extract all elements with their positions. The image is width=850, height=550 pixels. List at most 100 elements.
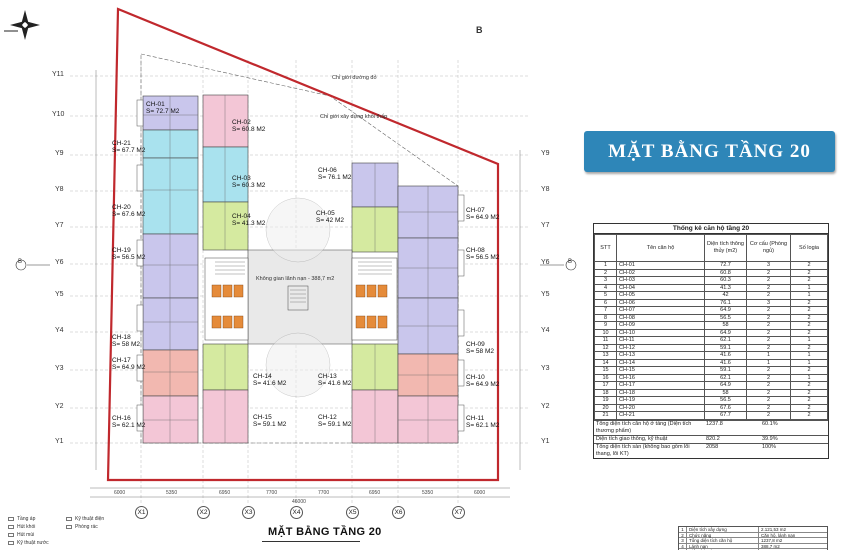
table-cell: CH-02 bbox=[616, 268, 705, 277]
table-cell: CH-12 bbox=[616, 343, 705, 352]
summary-value: 820.2 bbox=[706, 435, 720, 442]
summary-label: Tổng diện tích căn hộ ở tầng (Diện tích … bbox=[596, 420, 692, 434]
table-cell: CH-20 bbox=[616, 403, 705, 412]
table-cell: 58 bbox=[704, 388, 747, 397]
table-cell: CH-17 bbox=[616, 381, 705, 390]
dim-5: 6950 bbox=[369, 490, 381, 496]
table-cell: 16 bbox=[594, 373, 617, 382]
table-cell: 59.1 bbox=[704, 343, 747, 352]
table-cell: CH-19 bbox=[616, 396, 705, 405]
table-cell: 2 bbox=[746, 328, 791, 337]
table-cell: 3 bbox=[746, 298, 791, 307]
table-cell: 2 bbox=[746, 321, 791, 330]
table-cell: 76.1 bbox=[704, 298, 747, 307]
axis-x1: X1 bbox=[135, 506, 148, 519]
table-cell: 8 bbox=[594, 313, 617, 322]
table-cell: 2 bbox=[790, 298, 828, 307]
table-cell: 72.7 bbox=[704, 261, 747, 270]
summary-pct: 60.1% bbox=[762, 420, 778, 427]
table-cell: 1 bbox=[790, 358, 828, 367]
table-cell: 67.6 bbox=[704, 403, 747, 412]
table-cell: 2 bbox=[790, 261, 828, 270]
table-cell: 41.3 bbox=[704, 283, 747, 292]
axis-y6: Y6 bbox=[55, 259, 64, 266]
table-cell: 2 bbox=[746, 411, 791, 420]
axis-y7-right: Y7 bbox=[541, 222, 550, 229]
table-cell: 60.3 bbox=[704, 276, 747, 285]
table-cell: 1 bbox=[790, 283, 828, 292]
table-cell: 18 bbox=[594, 388, 617, 397]
table-cell: 2 bbox=[746, 366, 791, 375]
dim-0: 6000 bbox=[114, 490, 126, 496]
table-cell: 3 bbox=[594, 276, 617, 285]
meta-cell: 388,7 m2 bbox=[761, 543, 780, 549]
table-cell: CH-10 bbox=[616, 328, 705, 337]
floor-plan: B Y11 Y10 Y9 Y8 Y7 Y6 Y5 Y4 Y3 Y2 Y1 Y9 … bbox=[4, 7, 577, 546]
dim-7: 6000 bbox=[474, 490, 486, 496]
dim-3: 7700 bbox=[266, 490, 278, 496]
axis-y8: Y8 bbox=[55, 186, 64, 193]
meta-cell: Chức năng bbox=[687, 532, 759, 537]
stats-header-row: STT Tên căn hộ Diện tích thông thủy (m2)… bbox=[594, 234, 828, 262]
table-cell: CH-13 bbox=[616, 351, 705, 360]
table-cell: 2 bbox=[594, 268, 617, 277]
axis-x6: X6 bbox=[392, 506, 405, 519]
table-cell: 17 bbox=[594, 381, 617, 390]
plan-title-underline bbox=[262, 541, 360, 542]
table-cell: 2 bbox=[790, 388, 828, 397]
table-cell: 60.8 bbox=[704, 268, 747, 277]
stats-caption: Thống kê căn hộ tầng 20 bbox=[594, 224, 828, 234]
table-cell: CH-15 bbox=[616, 366, 705, 375]
table-cell: 4 bbox=[594, 283, 617, 292]
summary-value: 1237.8 bbox=[706, 420, 723, 427]
table-cell: 42 bbox=[704, 291, 747, 300]
table-cell: CH-11 bbox=[616, 336, 705, 345]
table-cell: 67.7 bbox=[704, 411, 747, 420]
title-banner: MẶT BẰNG TẦNG 20 bbox=[584, 131, 835, 172]
table-cell: 64.9 bbox=[704, 328, 747, 337]
north-label: B bbox=[476, 25, 483, 35]
axis-x2: X2 bbox=[197, 506, 210, 519]
table-cell: CH-16 bbox=[616, 373, 705, 382]
dim-total: 46000 bbox=[292, 499, 306, 505]
table-cell: 1 bbox=[790, 351, 828, 360]
table-cell: 41.6 bbox=[704, 358, 747, 367]
table-cell: 58 bbox=[704, 321, 747, 330]
table-cell: 11 bbox=[594, 336, 617, 345]
table-cell: 2 bbox=[790, 381, 828, 390]
table-cell: 2 bbox=[746, 388, 791, 397]
axis-x4: X4 bbox=[290, 506, 303, 519]
meta-cell: Lánh nạn bbox=[687, 543, 759, 548]
table-cell: CH-01 bbox=[616, 261, 705, 270]
meta-cell: 3 bbox=[679, 538, 687, 543]
table-cell: 20 bbox=[594, 403, 617, 412]
table-cell: 2 bbox=[746, 283, 791, 292]
section-marker-right: B bbox=[568, 259, 573, 265]
table-cell: 59.1 bbox=[704, 366, 747, 375]
table-cell: 56.5 bbox=[704, 396, 747, 405]
table-cell: 14 bbox=[594, 358, 617, 367]
north-arrow-icon bbox=[4, 10, 40, 40]
header-name: Tên căn hộ bbox=[616, 234, 705, 262]
axis-y2: Y2 bbox=[55, 403, 64, 410]
